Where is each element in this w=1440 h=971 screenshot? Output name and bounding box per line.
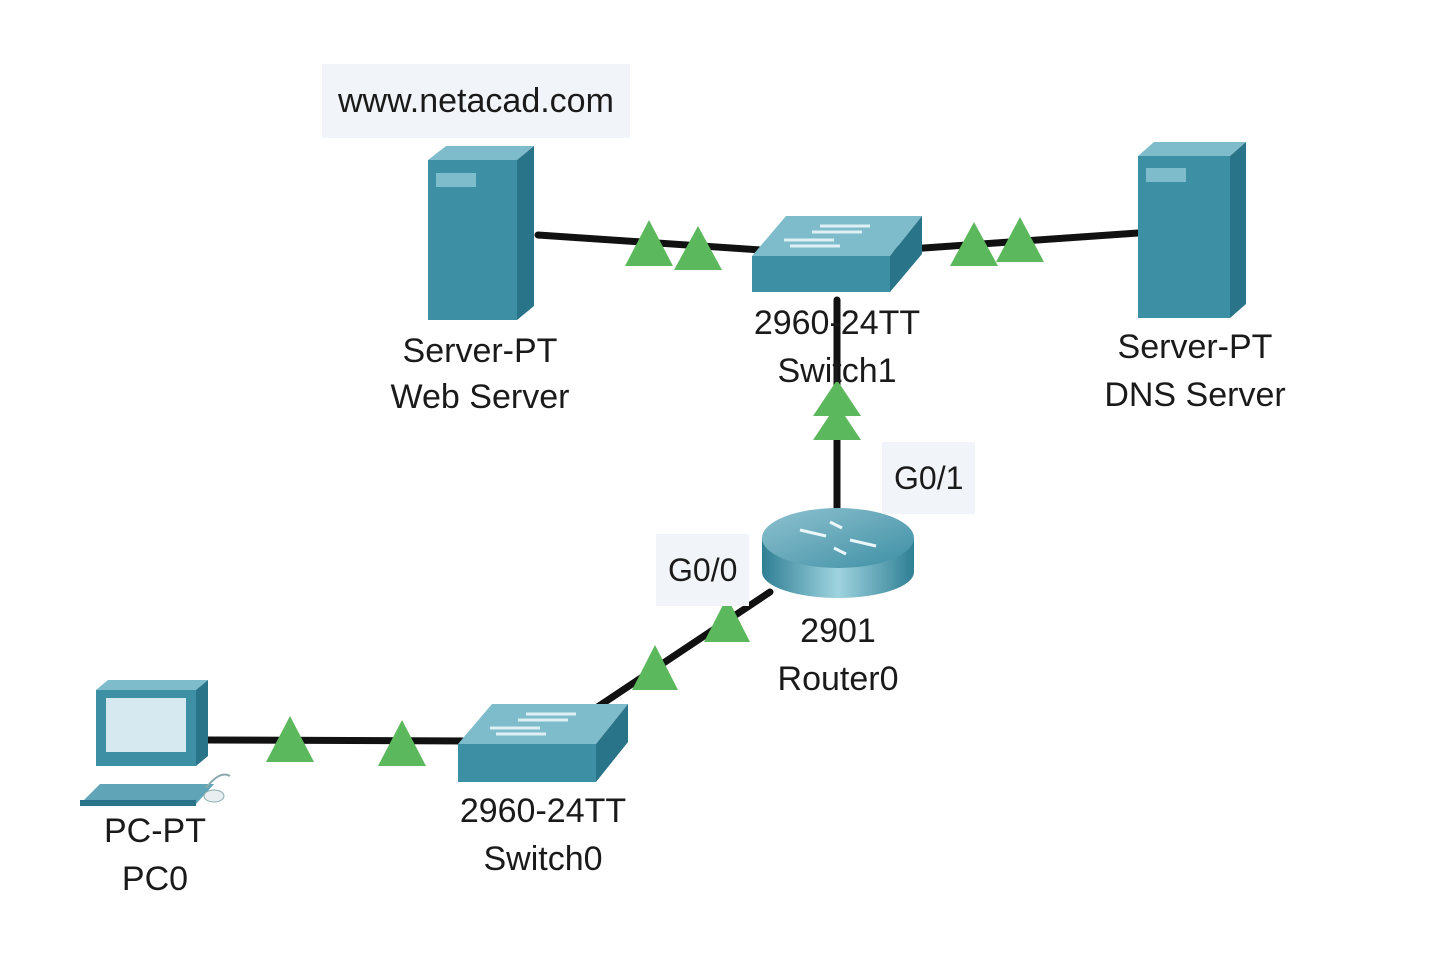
pc0-model-label: PC-PT [104, 812, 206, 850]
switch0-icon[interactable] [458, 704, 628, 782]
port-label-g01: G0/1 [882, 442, 976, 514]
port-label-g00: G0/0 [656, 534, 750, 606]
link-up-indicator [813, 380, 861, 416]
pc0-icon[interactable] [80, 680, 231, 806]
switch0-name-label: Switch0 [483, 840, 603, 878]
router0-model-label: 2901 [800, 612, 876, 650]
web-server-icon[interactable] [428, 146, 534, 320]
link-up-indicator [266, 716, 314, 762]
link-up-indicator [950, 222, 998, 266]
switch0-model-label: 2960-24TT [459, 792, 627, 830]
link-up-indicator [632, 645, 678, 690]
link-indicators [266, 217, 1044, 766]
router0-name-label: Router0 [777, 660, 899, 698]
link-up-indicator [813, 404, 861, 440]
router0-icon[interactable] [762, 508, 914, 598]
link-up-indicator [625, 220, 673, 266]
link-webserver-switch1[interactable] [534, 231, 794, 256]
link-up-indicator [704, 597, 750, 642]
links [204, 229, 1142, 745]
link-router0-switch0[interactable] [586, 588, 774, 716]
dns-server-model-label: Server-PT [1117, 328, 1273, 366]
link-up-indicator [674, 226, 722, 270]
link-up-indicator [996, 217, 1044, 262]
dns-server-icon[interactable] [1138, 142, 1246, 318]
pc0-name-label: PC0 [121, 860, 189, 898]
link-pc0-switch0[interactable] [204, 736, 474, 745]
switch1-icon[interactable] [752, 216, 922, 292]
link-up-indicator [378, 720, 426, 766]
note-label[interactable]: www.netacad.com [322, 64, 630, 138]
web-server-name-label: Web Server [390, 378, 570, 416]
web-server-model-label: Server-PT [402, 332, 558, 370]
dns-server-name-label: DNS Server [1104, 376, 1286, 414]
switch1-name-label: Switch1 [777, 352, 897, 390]
switch1-model-label: 2960-24TT [753, 304, 921, 342]
